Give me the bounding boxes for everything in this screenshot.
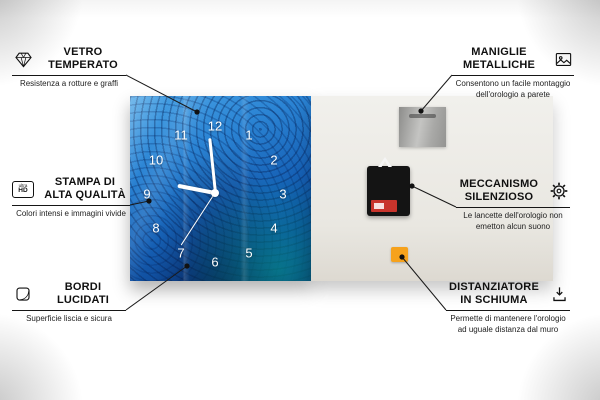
callout-title: BORDI LUCIDATI: [56, 281, 110, 306]
spacer-icon: [548, 285, 570, 304]
callout-underline: [456, 207, 570, 208]
second-hand: [180, 192, 216, 246]
clock-center-cap: [211, 189, 219, 197]
callout-title: VETRO TEMPERATO: [48, 46, 118, 71]
clock-number: 7: [177, 245, 185, 261]
callout-underline: [12, 310, 126, 311]
callout-description: Resistenza a rotture e graffi: [19, 79, 119, 88]
callout-vetro-temperato: VETRO TEMPERATO Resistenza a rotture e g…: [12, 46, 126, 90]
callout-title: MECCANISMO SILENZIOSO: [459, 178, 539, 203]
diamond-icon: [12, 50, 34, 69]
callout-distanziatore-schiuma: DISTANZIATORE IN SCHIUMA Permette di man…: [446, 281, 570, 336]
clock-number: 8: [152, 220, 160, 236]
picture-frame-icon: [552, 50, 574, 69]
polished-edge-icon: [12, 285, 34, 303]
clock-number: 2: [270, 152, 278, 168]
callout-underline: [446, 310, 570, 311]
callout-bordi-lucidati: BORDI LUCIDATI Superficie liscia e sicur…: [12, 281, 126, 325]
uhd-text-big: HD: [18, 187, 28, 194]
ultra-hd-icon: ultra HD: [12, 180, 34, 198]
clock-number: 11: [174, 127, 188, 143]
callout-meccanismo-silenzioso: MECCANISMO SILENZIOSO Le lancette dell'o…: [456, 178, 570, 233]
callout-title: DISTANZIATORE IN SCHIUMA: [449, 281, 539, 306]
clock-number: 5: [245, 245, 253, 261]
clock-front-panel: 12 1 2 3 4 5 6 7 8 9 10 11: [130, 96, 311, 281]
callout-title: MANIGLIE METALLICHE: [462, 46, 536, 71]
clock-mechanism: [367, 157, 410, 216]
mechanism-hook: [378, 157, 392, 167]
clock-number: 6: [211, 254, 219, 270]
clock-number: 3: [279, 186, 287, 202]
battery: [371, 200, 397, 212]
callout-description: Superficie liscia e sicura: [26, 314, 112, 323]
clock-number: 4: [270, 220, 278, 236]
minute-hand: [207, 138, 217, 194]
uhd-text-small: ultra: [18, 182, 28, 188]
callout-underline: [452, 75, 574, 76]
callout-underline: [12, 75, 126, 76]
callout-description: Le lancette dell'orologio non emetton al…: [463, 211, 563, 231]
callout-underline: [12, 205, 130, 206]
callout-maniglie-metalliche: MANIGLIE METALLICHE Consentono un facile…: [452, 46, 574, 101]
gear-icon: [548, 181, 570, 201]
clock-back-panel: [311, 96, 553, 281]
clock-number: 12: [207, 118, 223, 134]
callout-title: STAMPA DI ALTA QUALITÀ: [44, 176, 126, 201]
callout-description: Consentono un facile montaggio dell'orol…: [455, 79, 571, 99]
metal-hanger-plate: [399, 107, 446, 147]
callout-description: Colori intensi e immagini vivide: [16, 209, 126, 218]
callout-stampa-alta-qualita: ultra HD STAMPA DI ALTA QUALITÀ Colori i…: [12, 176, 130, 220]
clock-number: 9: [143, 186, 151, 202]
callout-description: Permette di mantenere l'orologio ad ugua…: [450, 314, 566, 334]
clock-number: 10: [148, 152, 164, 168]
hour-hand: [177, 183, 216, 195]
clock-number: 1: [245, 127, 253, 143]
foam-spacer: [391, 247, 408, 262]
